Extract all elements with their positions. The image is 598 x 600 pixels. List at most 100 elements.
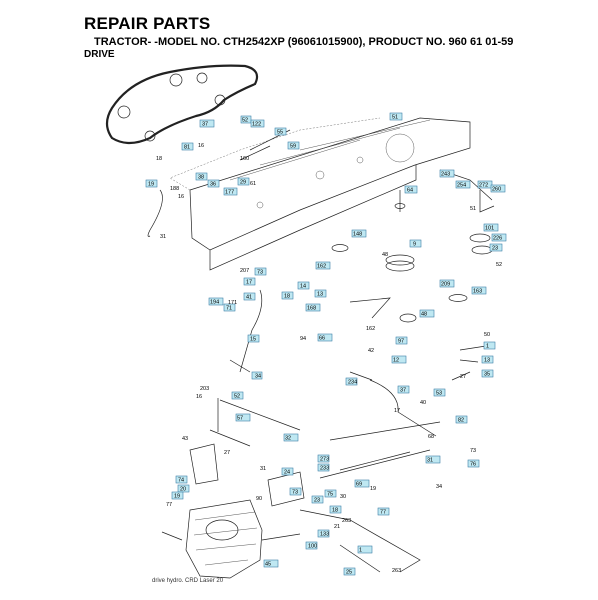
svg-text:148: 148 — [353, 232, 362, 238]
svg-text:52: 52 — [242, 118, 248, 124]
svg-text:168: 168 — [307, 306, 316, 312]
svg-text:163: 163 — [473, 289, 482, 295]
label: 209 — [439, 279, 455, 288]
svg-text:73: 73 — [257, 270, 263, 276]
svg-text:57: 57 — [237, 416, 243, 422]
svg-text:13: 13 — [484, 358, 490, 364]
label: 260 — [490, 184, 506, 193]
svg-text:19: 19 — [370, 486, 376, 492]
label: 34 — [251, 371, 263, 380]
label: 45 — [263, 559, 279, 568]
svg-text:16: 16 — [196, 394, 202, 400]
svg-text:48: 48 — [421, 312, 427, 318]
transaxle — [161, 443, 305, 579]
linkage-rods — [147, 129, 495, 573]
svg-text:20: 20 — [180, 487, 186, 493]
label: 9 — [409, 239, 422, 248]
label: 23 — [489, 243, 503, 252]
svg-text:233: 233 — [320, 466, 329, 472]
svg-text:73: 73 — [470, 448, 476, 454]
svg-text:13: 13 — [317, 292, 323, 298]
plain-labels: 16 18 188 31 61 160 16 207 171 48 50 27 … — [156, 143, 502, 574]
svg-text:1: 1 — [486, 344, 489, 350]
label: 31 — [425, 455, 441, 464]
label: 226 — [491, 233, 507, 242]
svg-text:66: 66 — [319, 336, 325, 342]
label: 168 — [305, 303, 321, 312]
svg-text:42: 42 — [368, 348, 374, 354]
label: 37 — [397, 385, 410, 394]
svg-text:23: 23 — [314, 498, 320, 504]
svg-text:75: 75 — [327, 492, 333, 498]
label: 15 — [247, 334, 260, 343]
label: 66 — [317, 333, 333, 342]
svg-text:52: 52 — [234, 394, 240, 400]
svg-text:162: 162 — [317, 264, 326, 270]
svg-text:82: 82 — [458, 418, 464, 424]
svg-text:1: 1 — [359, 548, 362, 554]
svg-text:273: 273 — [320, 457, 329, 463]
svg-text:18: 18 — [332, 508, 338, 514]
drive-belt — [105, 64, 259, 145]
label: 52 — [231, 391, 244, 400]
label: 13 — [481, 355, 494, 364]
label: 41 — [243, 292, 256, 301]
label: 75 — [324, 489, 337, 498]
page-header: REPAIR PARTS TRACTOR- -MODEL NO. CTH2542… — [84, 14, 513, 60]
label: 133 — [317, 529, 330, 538]
label: 20 — [177, 484, 190, 493]
svg-text:30: 30 — [340, 494, 346, 500]
svg-text:27: 27 — [460, 374, 466, 380]
belt-pulley — [169, 73, 183, 87]
svg-text:122: 122 — [252, 122, 261, 128]
svg-text:12: 12 — [393, 358, 399, 364]
label: 18 — [281, 291, 294, 300]
svg-text:162: 162 — [366, 326, 375, 332]
label: 74 — [175, 475, 188, 484]
svg-text:23: 23 — [492, 246, 498, 252]
callout-labels: 37 51 52 122 55 59 81 38 36 19 177 29 24… — [145, 112, 507, 576]
label: 273 — [317, 454, 330, 463]
label: 53 — [433, 388, 446, 397]
svg-text:90: 90 — [256, 496, 262, 502]
svg-text:77: 77 — [380, 510, 386, 516]
svg-text:97: 97 — [398, 339, 404, 345]
label: 162 — [315, 261, 331, 270]
svg-text:94: 94 — [300, 336, 306, 342]
label: 36 — [207, 179, 220, 188]
svg-text:100: 100 — [308, 544, 317, 550]
label: 52 — [240, 115, 252, 124]
svg-text:17: 17 — [246, 280, 252, 286]
svg-text:68: 68 — [428, 434, 434, 440]
label: 122 — [250, 119, 265, 128]
label: 177 — [223, 187, 238, 196]
svg-text:171: 171 — [228, 300, 237, 306]
svg-text:263: 263 — [342, 518, 351, 524]
label: 1 — [357, 545, 373, 554]
label: 81 — [181, 142, 194, 151]
svg-text:21: 21 — [334, 524, 340, 530]
svg-text:188: 188 — [170, 186, 179, 192]
svg-text:53: 53 — [436, 391, 442, 397]
label: 38 — [195, 172, 208, 181]
model-subtitle: TRACTOR- -MODEL NO. CTH2542XP (960610159… — [94, 36, 514, 48]
svg-text:35: 35 — [484, 372, 490, 378]
svg-text:194: 194 — [210, 300, 219, 306]
svg-text:207: 207 — [240, 268, 249, 274]
label: 254 — [455, 180, 471, 189]
svg-text:31: 31 — [160, 234, 166, 240]
svg-text:81: 81 — [184, 145, 190, 151]
svg-text:177: 177 — [225, 190, 234, 196]
svg-text:209: 209 — [441, 282, 450, 288]
svg-text:14: 14 — [300, 284, 306, 290]
label: 13 — [314, 289, 327, 298]
label: 1 — [483, 341, 496, 350]
label: 18 — [329, 505, 342, 514]
label: 59 — [287, 141, 300, 150]
label: 71 — [223, 303, 236, 312]
belt-pulley — [214, 94, 226, 106]
svg-text:76: 76 — [470, 462, 476, 468]
footer-caption: drive hydro. CRD Laser 20 — [152, 578, 224, 584]
belt-pulley — [117, 105, 131, 119]
label: 48 — [419, 309, 435, 318]
